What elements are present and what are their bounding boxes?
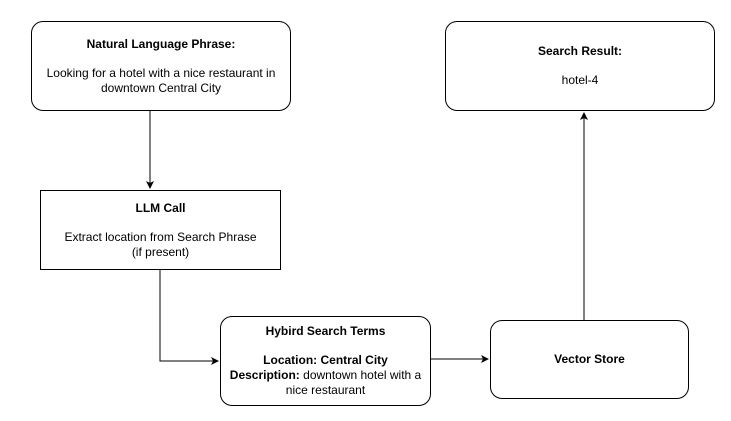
node-title: LLM Call xyxy=(135,200,186,215)
node-text-line: (if present) xyxy=(131,244,190,259)
location-line: Location: Central City xyxy=(263,353,388,367)
description-line: Description: downtown hotel with a nice … xyxy=(226,368,426,398)
node-text: Looking for a hotel with a nice restaura… xyxy=(46,65,276,95)
vector-store-node[interactable]: Vector Store xyxy=(490,320,689,399)
description-label: Description: xyxy=(229,368,300,382)
llm-call-node[interactable]: LLM Call Extract location from Search Ph… xyxy=(40,190,281,270)
node-title: Vector Store xyxy=(554,352,625,366)
natural-language-phrase-node[interactable]: Natural Language Phrase: Looking for a h… xyxy=(31,21,291,111)
description-value: downtown hotel with a nice restaurant xyxy=(285,368,422,397)
edge-llm-to-hybrid xyxy=(159,270,219,365)
node-title: Natural Language Phrase: xyxy=(86,36,236,51)
search-result-node[interactable]: Search Result: hotel-4 xyxy=(445,21,715,111)
node-title: Hybird Search Terms xyxy=(265,324,386,338)
hybrid-search-terms-node[interactable]: Hybird Search Terms Location: Central Ci… xyxy=(220,316,431,406)
result-value: hotel-4 xyxy=(561,73,599,87)
node-text-line: Extract location from Search Phrase xyxy=(64,229,257,244)
node-title: Search Result: xyxy=(537,44,623,58)
